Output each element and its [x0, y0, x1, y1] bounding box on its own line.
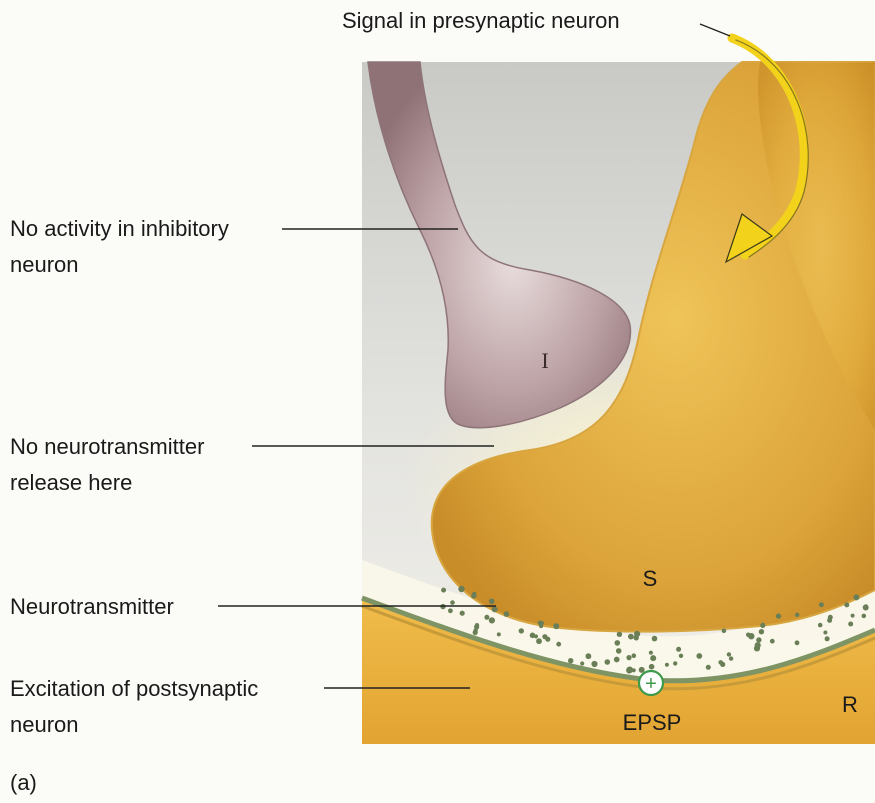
- neurotransmitter-vesicle: [458, 586, 464, 592]
- neurotransmitter-vesicle: [650, 655, 656, 661]
- neurotransmitter-vesicle: [616, 648, 622, 654]
- neurotransmitter-vesicle: [628, 634, 634, 640]
- neurotransmitter-vesicle: [795, 640, 800, 645]
- neurotransmitter-vesicle: [489, 599, 495, 605]
- neurotransmitter-vesicle: [626, 655, 631, 660]
- neurotransmitter-vesicle: [545, 637, 550, 642]
- neurotransmitter-vesicle: [727, 652, 731, 656]
- neurotransmitter-vesicle: [853, 594, 859, 600]
- label-excitation-1: Excitation of postsynaptic: [10, 676, 258, 701]
- neurotransmitter-vesicle: [639, 667, 645, 673]
- neurotransmitter-vesicle: [568, 658, 573, 663]
- neurotransmitter-vesicle: [538, 621, 543, 626]
- neurotransmitter-vesicle: [652, 636, 658, 642]
- neurotransmitter-vesicle: [489, 617, 495, 623]
- label-inhibitory-activity-2: neuron: [10, 252, 79, 277]
- neurotransmitter-vesicle: [673, 661, 677, 665]
- neurotransmitter-vesicle: [492, 606, 498, 612]
- neurotransmitter-vesicle: [534, 634, 538, 638]
- neurotransmitter-vesicle: [441, 588, 446, 593]
- neurotransmitter-vesicle: [497, 632, 501, 636]
- epsp-label: EPSP: [623, 710, 682, 735]
- title-signal-presynaptic: Signal in presynaptic neuron: [342, 8, 620, 33]
- neurotransmitter-vesicle: [460, 611, 465, 616]
- inhibitory-letter: I: [541, 348, 548, 373]
- epsp-plus-sign: +: [645, 673, 657, 695]
- neurotransmitter-vesicle: [759, 629, 764, 634]
- neurotransmitter-vesicle: [828, 615, 833, 620]
- neurotransmitter-vesicle: [617, 632, 622, 637]
- neurotransmitter-vesicle: [851, 614, 855, 618]
- neurotransmitter-vesicle: [706, 665, 711, 670]
- neurotransmitter-vesicle: [676, 647, 681, 652]
- label-neurotransmitter: Neurotransmitter: [10, 594, 174, 619]
- neurotransmitter-vesicle: [614, 657, 620, 663]
- neurotransmitter-vesicle: [472, 592, 477, 597]
- neurotransmitter-vesicle: [649, 664, 655, 670]
- title-leader-line: [700, 24, 730, 36]
- neurotransmitter-vesicle: [760, 623, 765, 628]
- neurotransmitter-vesicle: [448, 608, 453, 613]
- neurotransmitter-vesicle: [862, 614, 867, 619]
- neurotransmitter-vesicle: [776, 613, 781, 618]
- neurotransmitter-vesicle: [605, 659, 611, 665]
- neurotransmitter-vesicle: [679, 654, 683, 658]
- neurotransmitter-vesicle: [586, 653, 592, 659]
- label-inhibitory-activity-1: No activity in inhibitory: [10, 216, 229, 241]
- neurotransmitter-vesicle: [823, 631, 827, 635]
- neurotransmitter-vesicle: [696, 653, 702, 659]
- neurotransmitter-vesicle: [484, 615, 489, 620]
- neurotransmitter-vesicle: [519, 628, 524, 633]
- neurotransmitter-vesicle: [632, 653, 637, 658]
- neurotransmitter-vesicle: [818, 623, 823, 628]
- neurotransmitter-vesicle: [626, 667, 632, 673]
- neurotransmitter-vesicle: [756, 637, 761, 642]
- neurotransmitter-vesicle: [580, 661, 584, 665]
- neurotransmitter-vesicle: [819, 602, 824, 607]
- panel-label: (a): [10, 770, 37, 795]
- neurotransmitter-vesicle: [504, 611, 510, 617]
- neurotransmitter-vesicle: [770, 639, 775, 644]
- neurotransmitter-vesicle: [848, 622, 853, 627]
- neurotransmitter-vesicle: [634, 631, 640, 637]
- neurotransmitter-vesicle: [864, 604, 868, 608]
- neurotransmitter-vesicle: [556, 642, 561, 647]
- neurotransmitter-vesicle: [591, 661, 597, 667]
- neurotransmitter-vesicle: [722, 629, 727, 634]
- label-excitation-2: neuron: [10, 712, 79, 737]
- neurotransmitter-vesicle: [729, 656, 733, 660]
- neurotransmitter-vesicle: [718, 660, 723, 665]
- neurotransmitter-vesicle: [665, 663, 669, 667]
- neurotransmitter-vesicle: [450, 600, 455, 605]
- neurotransmitter-vesicle: [795, 613, 799, 617]
- receiving-letter: R: [842, 692, 858, 717]
- neurotransmitter-vesicle: [475, 623, 479, 627]
- label-no-release-1: No neurotransmitter: [10, 434, 204, 459]
- neurotransmitter-vesicle: [649, 651, 653, 655]
- neurotransmitter-vesicle: [825, 636, 830, 641]
- synaptic-letter: S: [643, 566, 658, 591]
- neurotransmitter-vesicle: [536, 638, 542, 644]
- label-no-release-2: release here: [10, 470, 132, 495]
- neurotransmitter-vesicle: [615, 640, 621, 646]
- neurotransmitter-vesicle: [755, 642, 761, 648]
- neurotransmitter-vesicle: [553, 623, 559, 629]
- neurotransmitter-vesicle: [844, 602, 849, 607]
- neurotransmitter-vesicle: [748, 633, 754, 639]
